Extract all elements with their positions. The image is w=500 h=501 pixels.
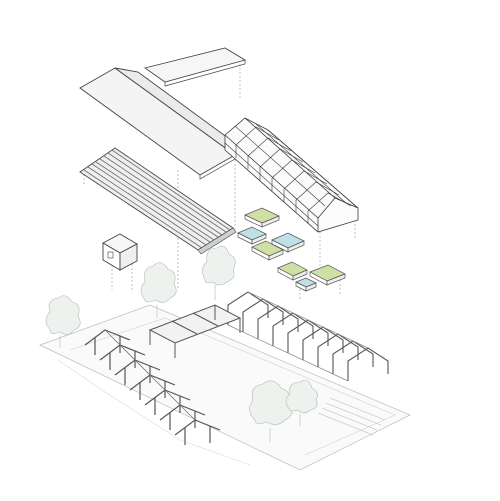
trees (45, 245, 318, 442)
planter-bed (271, 232, 305, 253)
planter-beds (237, 207, 346, 292)
tree (285, 379, 318, 426)
planter-bed (309, 264, 346, 286)
planter-bed (251, 240, 284, 261)
timber-trusses (84, 329, 221, 445)
small-cabin (102, 233, 138, 271)
planter-bed (237, 226, 267, 245)
corrugated-roof (79, 147, 237, 255)
site-ground (39, 304, 411, 471)
planter-bed (277, 261, 308, 281)
portal-frame (347, 347, 389, 381)
pergola (148, 304, 242, 358)
planter-bed (244, 207, 280, 228)
tree (249, 380, 293, 442)
flat-roof-panel (143, 47, 247, 87)
tree (45, 295, 81, 348)
portal-frames (227, 291, 389, 382)
greenhouse-frame (224, 117, 359, 233)
tree (140, 262, 177, 318)
planter-bed (295, 277, 317, 292)
tree (202, 245, 236, 300)
